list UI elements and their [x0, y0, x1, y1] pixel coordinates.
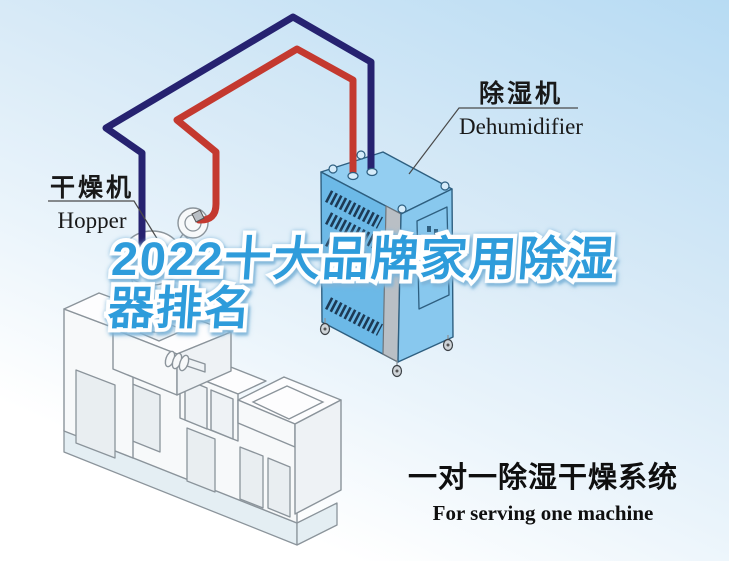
air-pipes	[102, 13, 378, 253]
lifting-eyelet	[440, 181, 450, 191]
caster-hub	[323, 327, 327, 331]
lifting-eyelet	[397, 204, 407, 214]
dehumidifier-pointer-line	[408, 107, 578, 175]
dehumidifier-label: 除湿机 Dehumidifier	[448, 74, 594, 140]
dehumidifier-unit	[319, 150, 454, 378]
vent-row	[325, 190, 383, 229]
gearbox-lid	[251, 385, 325, 420]
door-panel	[267, 457, 291, 518]
return-air-pipe	[102, 13, 375, 253]
caster-hub	[395, 369, 399, 373]
hopper-pointer-line	[48, 200, 162, 246]
lifting-eyelet	[356, 150, 366, 160]
main-title: 2022十大品牌家用除湿 2022十大品牌家用除湿 器排名 器排名	[102, 228, 622, 338]
panel-slot	[434, 229, 438, 235]
dehumidifier-label-en: Dehumidifier	[459, 114, 583, 139]
access-panel	[416, 206, 450, 310]
caster-wheel	[442, 335, 454, 352]
hopper-label-en: Hopper	[57, 208, 127, 233]
door-panel	[239, 446, 264, 509]
door-panel	[186, 427, 216, 493]
main-title-line2: 器排名 器排名	[102, 278, 615, 338]
label-pointer-lines	[48, 107, 578, 246]
hot-air-pipe	[173, 45, 357, 224]
vent-row	[325, 234, 383, 273]
main-title-line1: 2022十大品牌家用除湿 2022十大品牌家用除湿	[106, 228, 622, 289]
gearbox-side	[294, 399, 342, 515]
vent-row	[325, 297, 383, 336]
machine-base-side	[296, 502, 338, 546]
coupling-ring	[178, 354, 190, 372]
system-caption-en: For serving one machine	[432, 501, 654, 525]
caster-hub	[446, 343, 450, 347]
vent-row	[325, 212, 383, 251]
hopper-label-zh: 干燥机	[49, 174, 134, 202]
pipe-ferrule	[191, 209, 205, 223]
window-glass	[210, 389, 234, 440]
system-caption-zh: 一对一除湿干燥系统	[407, 462, 678, 494]
pipe-fitting	[366, 167, 378, 177]
main-title-line1-text: 2022十大品牌家用除湿	[109, 232, 619, 285]
hopper-dome	[120, 230, 184, 303]
dehumidifier-label-zh: 除湿机	[478, 80, 563, 108]
extruder-machine	[63, 207, 342, 546]
blower-elbow	[174, 233, 191, 253]
caster-wheel	[391, 360, 403, 378]
main-title-line2-text: 器排名	[106, 281, 255, 334]
dehumidifier-side	[397, 188, 454, 363]
caster-wheel	[319, 318, 331, 336]
panel-slot	[427, 226, 431, 232]
panel-vent	[427, 238, 439, 254]
system-caption: 一对一除湿干燥系统 For serving one machine	[400, 454, 686, 526]
hopper-label: 干燥机 Hopper	[40, 168, 144, 234]
coupling-cylinder	[164, 350, 206, 373]
door-panel	[75, 369, 116, 459]
pipe-fitting	[347, 171, 359, 181]
door-panel	[129, 382, 161, 453]
lifting-eyelet	[328, 164, 338, 174]
